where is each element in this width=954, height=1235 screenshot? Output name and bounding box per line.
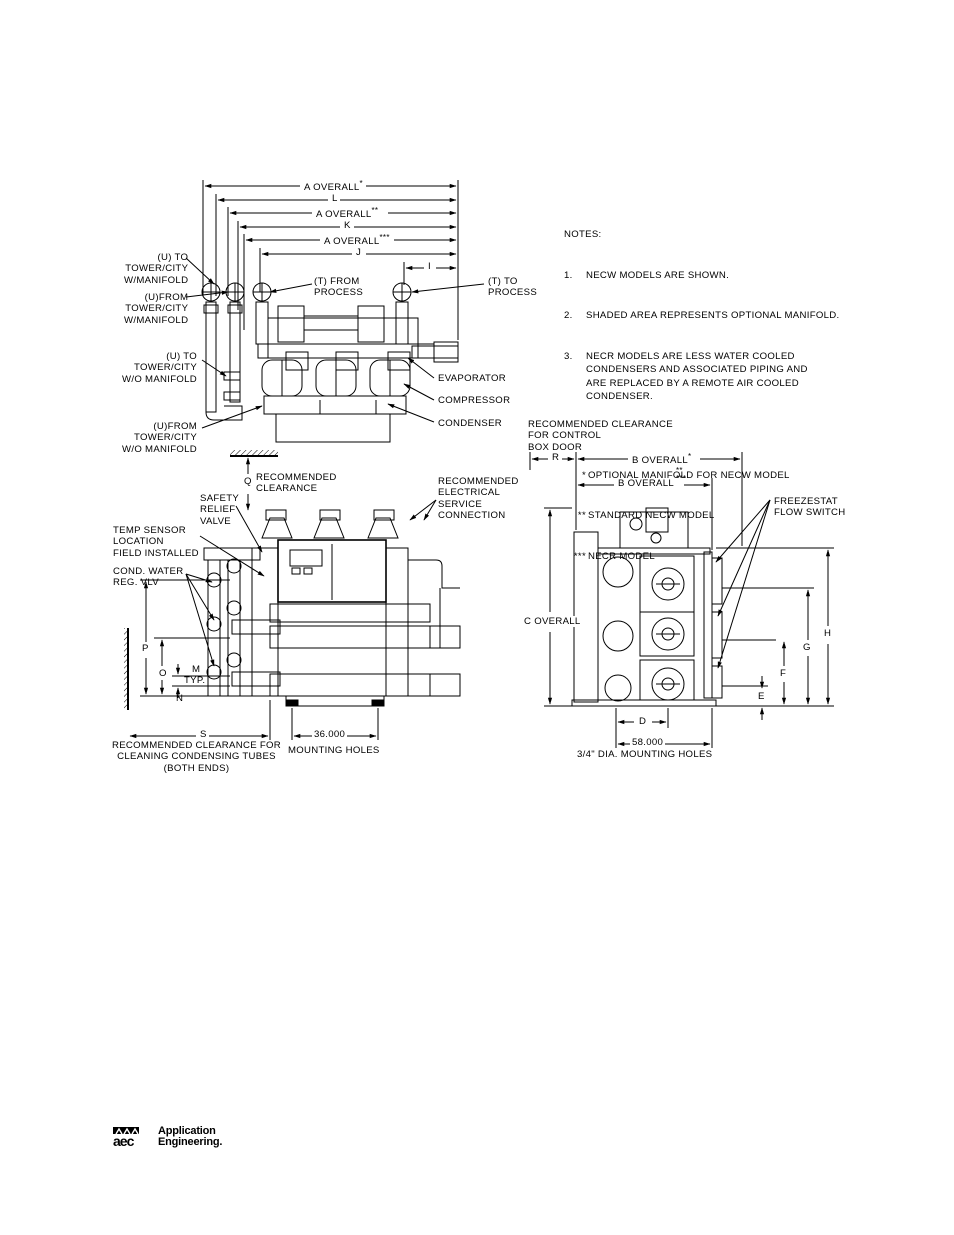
dim-r: R xyxy=(550,452,562,463)
label-temp-sensor: TEMP SENSOR LOCATION FIELD INSTALLED xyxy=(113,525,199,559)
dim-58: 58.000 xyxy=(630,737,666,748)
note-item: 1.NECW MODELS ARE SHOWN. xyxy=(564,269,730,281)
legend-item: **STANDARD NECW MODEL xyxy=(577,510,715,521)
dim-a-overall-3: A OVERALL*** xyxy=(322,233,392,248)
dim-b-overall-2: B OVERALL xyxy=(616,478,677,489)
dim-g: G xyxy=(801,642,813,653)
dim-m-typ: TYP. xyxy=(184,675,206,686)
dim-k: K xyxy=(342,220,353,231)
top-dimension-lines xyxy=(202,180,459,340)
label-t-to-process: (T) TO PROCESS xyxy=(488,276,538,299)
svg-text:aec: aec xyxy=(113,1133,135,1148)
logo-line-2: Engineering. xyxy=(158,1136,223,1148)
label-compressor: COMPRESSOR xyxy=(438,395,511,406)
note-item: 2.SHADED AREA REPRESENTS OPTIONAL MANIFO… xyxy=(564,310,840,321)
top-view-leaders xyxy=(185,257,485,429)
dim-b-overall-1: B OVERALL* xyxy=(630,452,694,467)
label-freezestat-flow-switch: FREEZESTAT FLOW SWITCH xyxy=(774,496,846,519)
label-t-from-process: (T) FROM PROCESS xyxy=(314,276,364,299)
dim-n: N xyxy=(176,693,184,704)
label-u-to-with-manifold: (U) TO TOWER/CITY W/MANIFOLD xyxy=(124,252,189,286)
dim-b-overall-2-mark: ** *** xyxy=(676,466,687,483)
dim-f: F xyxy=(778,668,789,679)
label-cond-water-reg: COND. WATER REG. VLV xyxy=(113,566,184,589)
top-view-machine xyxy=(201,282,459,443)
dim-p: P xyxy=(140,643,151,654)
side-view-dimensions xyxy=(529,452,834,748)
front-view-dimensions xyxy=(124,579,379,740)
label-electrical-service: RECOMMENDED ELECTRICAL SERVICE CONNECTIO… xyxy=(438,476,519,522)
legend-item: *OPTIONAL MANIFOLD FOR NECW MODEL xyxy=(581,469,790,481)
front-view-machine xyxy=(203,509,461,707)
dim-h: H xyxy=(822,628,834,639)
label-mounting-holes: MOUNTING HOLES xyxy=(288,745,380,756)
dim-a-overall-2: A OVERALL** xyxy=(314,206,381,221)
side-view-machine xyxy=(571,507,723,707)
q-clearance xyxy=(230,450,278,511)
label-safety-relief-valve: SAFETY RELIEF VALVE xyxy=(200,493,240,527)
dim-q: Q xyxy=(242,476,254,487)
label-evaporator: EVAPORATOR xyxy=(438,373,507,384)
dim-d: D xyxy=(637,716,649,727)
notes-block: NOTES: 1.NECW MODELS ARE SHOWN. 2.SHADED… xyxy=(564,201,839,577)
dim-e: E xyxy=(758,691,765,702)
label-mounting-hole-dia: 3/4" DIA. MOUNTING HOLES xyxy=(577,749,713,760)
application-engineering-logo: aec Application Engineering. xyxy=(112,1125,223,1149)
dim-c-overall: C OVERALL xyxy=(522,616,583,627)
label-condenser: CONDENSER xyxy=(438,418,503,429)
logo-line-1: Application xyxy=(158,1125,216,1137)
label-u-from-without-manifold: (U)FROM TOWER/CITY W/O MANIFOLD xyxy=(122,421,198,455)
label-u-to-without-manifold: (U) TO TOWER/CITY W/O MANIFOLD xyxy=(122,351,198,385)
dim-l: L xyxy=(330,193,340,204)
dim-j: J xyxy=(354,247,364,258)
label-control-box-clearance: RECOMMENDED CLEARANCE FOR CONTROL BOX DO… xyxy=(528,419,673,453)
label-u-from-with-manifold: (U)FROM TOWER/CITY W/MANIFOLD xyxy=(124,292,189,326)
legend-item: ***NECR MODEL xyxy=(573,550,655,562)
dim-i: I xyxy=(426,261,433,272)
note-item: 3.NECR MODELS ARE LESS WATER COOLED COND… xyxy=(564,350,808,403)
label-cleaning-clearance: RECOMMENDED CLEARANCE FOR CLEANING CONDE… xyxy=(112,740,282,774)
dim-s: S xyxy=(198,729,209,740)
dim-36: 36.000 xyxy=(312,729,348,740)
dim-a-overall-1: A OVERALL* xyxy=(302,179,365,194)
front-view-leaders xyxy=(185,499,437,667)
dim-m: M xyxy=(192,664,201,675)
aec-logo-mark: aec xyxy=(112,1126,156,1149)
dim-o: O xyxy=(157,668,169,679)
label-recommended-clearance: RECOMMENDED CLEARANCE xyxy=(256,472,337,495)
notes-heading: NOTES: xyxy=(564,229,602,240)
